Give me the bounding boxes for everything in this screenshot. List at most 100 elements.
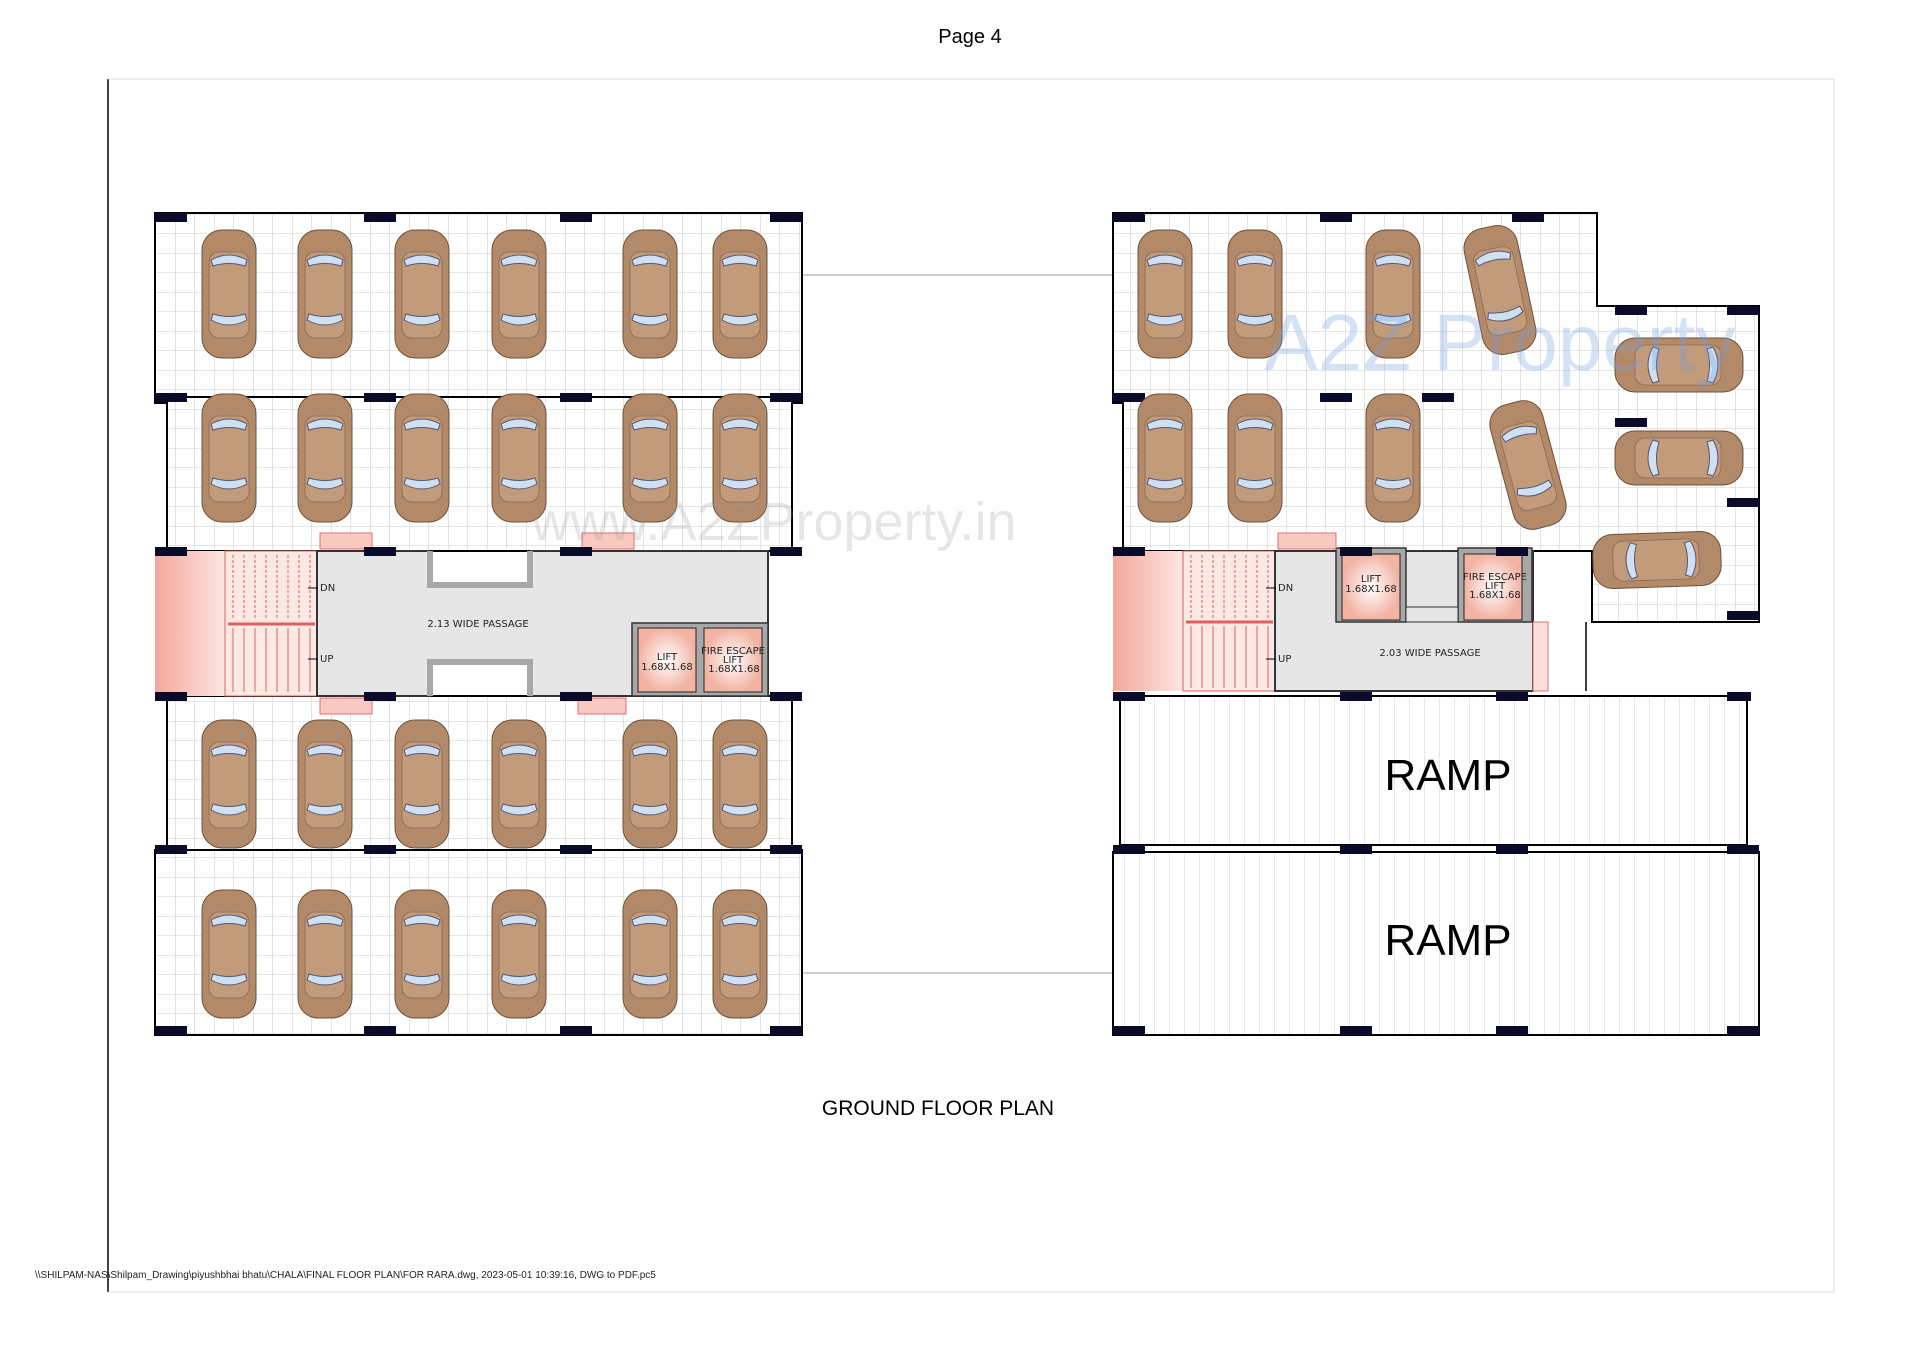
column	[364, 845, 396, 854]
column	[770, 547, 802, 556]
column	[1615, 418, 1647, 427]
fire-lift-right	[1463, 553, 1523, 621]
page-label: Page 4	[938, 26, 1002, 48]
column	[560, 213, 592, 222]
stair-up-label: UP	[320, 654, 333, 665]
column	[1340, 692, 1372, 701]
car-icon	[297, 393, 353, 523]
column	[1340, 547, 1372, 556]
column	[1113, 1026, 1145, 1035]
column	[560, 692, 592, 701]
car-icon	[394, 889, 450, 1019]
car-icon	[712, 393, 768, 523]
column	[1320, 393, 1352, 402]
right-block: DN UP 2.03 WIDE PASSAGE LIFT 1.68X1.68 F…	[1112, 212, 1760, 1036]
car-icon	[712, 889, 768, 1019]
staircase	[224, 550, 318, 697]
car-icon	[297, 719, 353, 849]
car-icon	[1463, 225, 1537, 355]
lift-left	[637, 627, 697, 693]
watermark-url: www.A2ZProperty.in	[530, 492, 1016, 552]
lift-label: LIFT	[657, 652, 678, 663]
column	[770, 1026, 802, 1035]
column	[1496, 1026, 1528, 1035]
car-icon	[491, 393, 547, 523]
car-icon	[1137, 229, 1193, 359]
column	[1113, 547, 1145, 556]
car-icon	[712, 719, 768, 849]
fire-lift-label: LIFT	[723, 655, 744, 666]
column	[155, 1026, 187, 1035]
passage-label: 2.03 WIDE PASSAGE	[1379, 648, 1480, 659]
car-icon	[1365, 393, 1421, 523]
column	[364, 547, 396, 556]
column	[770, 845, 802, 854]
fire-lift-left	[703, 627, 763, 693]
watermark-logo: A2Z Property	[1264, 298, 1735, 387]
car-icon	[394, 393, 450, 523]
ramp-1	[1119, 695, 1748, 846]
column	[560, 547, 592, 556]
parking-cars	[201, 225, 1744, 1019]
columns	[155, 213, 1759, 1035]
column	[1512, 213, 1544, 222]
ramp-label: RAMP	[1384, 751, 1511, 800]
car-icon	[622, 889, 678, 1019]
stair-dn-label: DN	[320, 583, 335, 594]
car-icon	[201, 719, 257, 849]
fire-lift-label: LIFT	[1485, 581, 1506, 592]
column	[1113, 692, 1145, 701]
fire-lift-label: FIRE ESCAPE	[1463, 572, 1527, 583]
column	[1113, 393, 1145, 402]
staircase	[1182, 550, 1276, 692]
column	[560, 393, 592, 402]
lift-size: 1.68X1.68	[1345, 584, 1396, 595]
lift-size: 1.68X1.68	[641, 662, 692, 673]
car-icon	[201, 393, 257, 523]
column	[1727, 498, 1759, 507]
column	[1113, 213, 1145, 222]
car-icon	[297, 889, 353, 1019]
car-icon	[491, 229, 547, 359]
column	[1496, 845, 1528, 854]
column	[1615, 306, 1647, 315]
car-icon	[1489, 400, 1567, 530]
car-icon	[712, 229, 768, 359]
car-icon	[1614, 430, 1744, 486]
lift-right	[1341, 553, 1401, 621]
column	[155, 547, 187, 556]
column	[770, 692, 802, 701]
car-icon	[297, 229, 353, 359]
car-icon	[622, 229, 678, 359]
stair-landing	[155, 551, 225, 696]
column	[770, 213, 802, 222]
fire-lift-size: 1.68X1.68	[708, 664, 759, 675]
fire-lift-label: FIRE ESCAPE	[701, 646, 765, 657]
column	[560, 1026, 592, 1035]
passage-label: 2.13 WIDE PASSAGE	[427, 619, 528, 630]
column	[364, 213, 396, 222]
column	[770, 393, 802, 402]
car-icon	[622, 719, 678, 849]
column	[1727, 611, 1759, 620]
column	[1727, 845, 1759, 854]
car-icon	[201, 229, 257, 359]
drawing-title: GROUND FLOOR PLAN	[821, 1097, 1055, 1120]
left-block: DN UP 2.13 WIDE PASSAGE LIFT 1.68X1.68 F…	[154, 212, 803, 1036]
column	[1340, 845, 1372, 854]
column	[1496, 692, 1528, 701]
car-icon	[622, 393, 678, 523]
fire-lift-size: 1.68X1.68	[1469, 590, 1520, 601]
column	[155, 393, 187, 402]
column	[155, 692, 187, 701]
column	[1727, 692, 1751, 701]
column	[1496, 547, 1528, 556]
column	[1113, 845, 1145, 854]
car-icon	[394, 229, 450, 359]
car-icon	[1227, 393, 1283, 523]
stair-landing	[1113, 551, 1183, 691]
column	[1340, 1026, 1372, 1035]
column	[560, 845, 592, 854]
stair-dn-label: DN	[1278, 583, 1293, 594]
